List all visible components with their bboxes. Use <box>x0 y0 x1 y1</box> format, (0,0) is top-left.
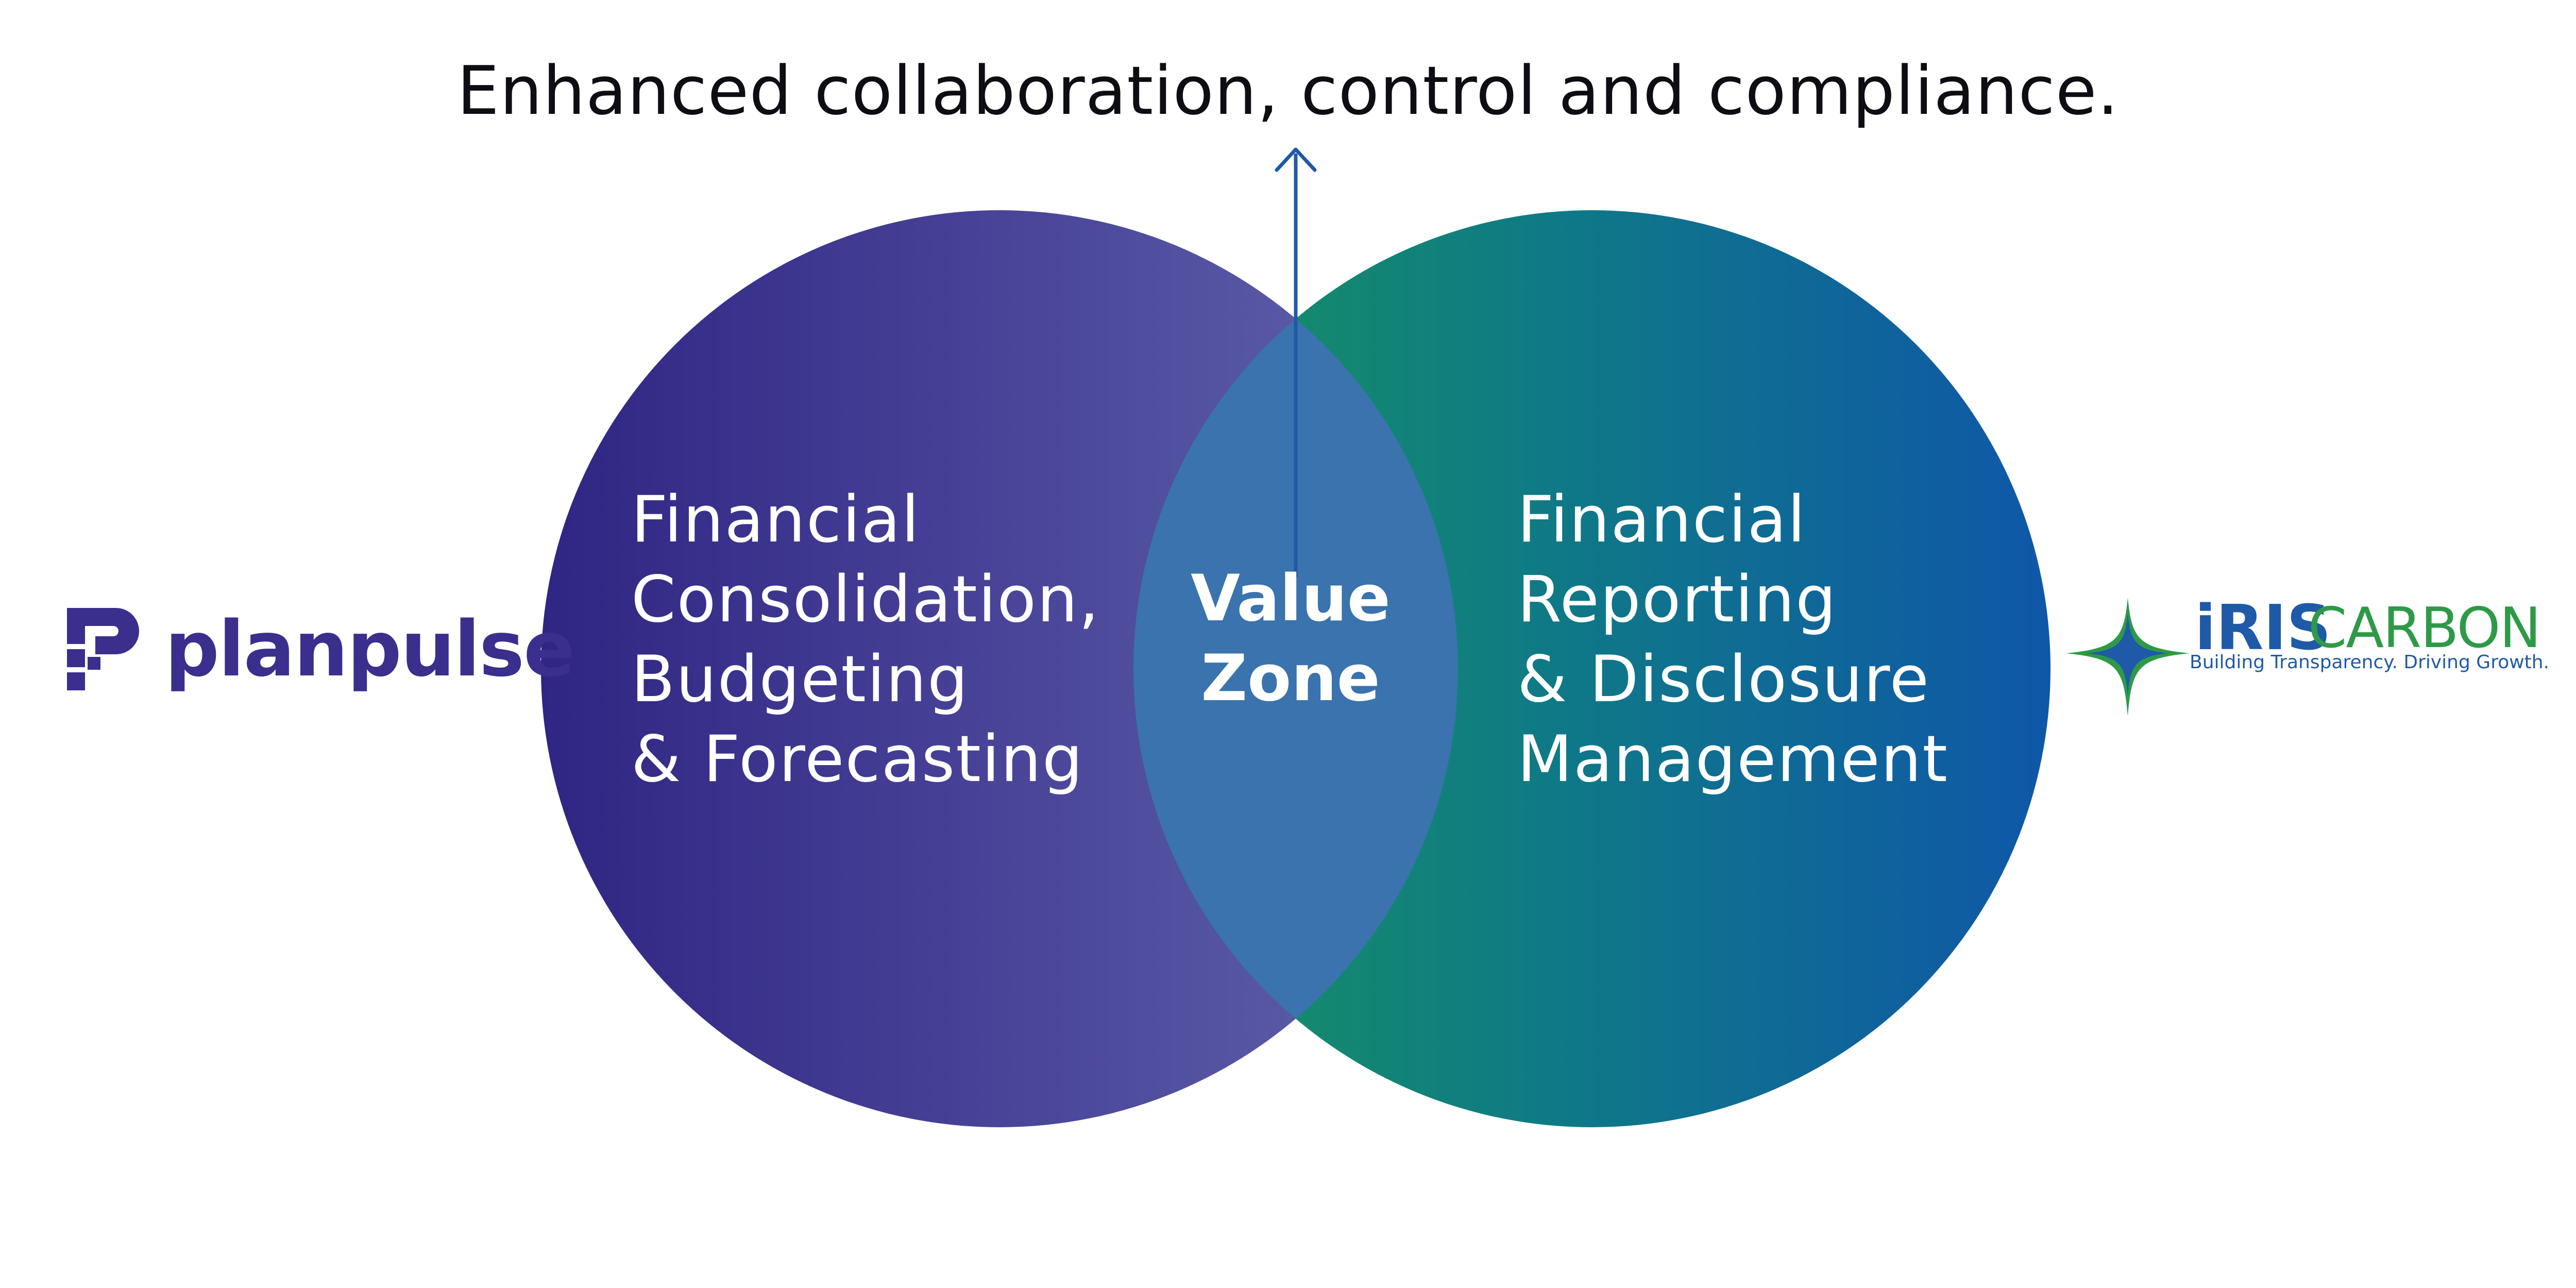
value-zone-line: Zone <box>1201 641 1380 716</box>
arrow-up-icon <box>1275 147 1317 577</box>
left-circle-line: Budgeting <box>631 642 969 717</box>
headline: Enhanced collaboration, control and comp… <box>456 52 2120 130</box>
left-circle-line: Financial <box>631 483 920 557</box>
right-circle-line: Management <box>1517 722 1948 796</box>
value-zone-label: Value Zone <box>1190 559 1391 719</box>
right-circle-line: & Disclosure <box>1517 642 1930 717</box>
left-circle-label: Financial Consolidation, Budgeting & For… <box>631 480 1100 800</box>
left-circle-line: & Forecasting <box>631 722 1084 796</box>
right-circle-line: Reporting <box>1517 563 1837 637</box>
iriscarbon-tagline: Building Transparency. Driving Growth. <box>2190 652 2550 673</box>
iriscarbon-logo: iRIS CARBON Building Transparency. Drivi… <box>2061 592 2549 721</box>
planpulse-mark-icon <box>67 608 139 690</box>
planpulse-logo: planpulse <box>67 598 575 701</box>
planpulse-wordmark: planpulse <box>165 605 575 693</box>
carbon-wordmark: CARBON <box>2308 596 2541 660</box>
value-zone-line: Value <box>1191 562 1391 636</box>
right-circle-line: Financial <box>1517 483 1806 557</box>
iriscarbon-star-icon <box>2066 598 2190 716</box>
iris-wordmark: iRIS <box>2195 592 2331 664</box>
overlap-region <box>1133 210 1458 1127</box>
left-circle-line: Consolidation, <box>631 563 1100 637</box>
right-circle-label: Financial Reporting & Disclosure Managem… <box>1517 480 1948 800</box>
